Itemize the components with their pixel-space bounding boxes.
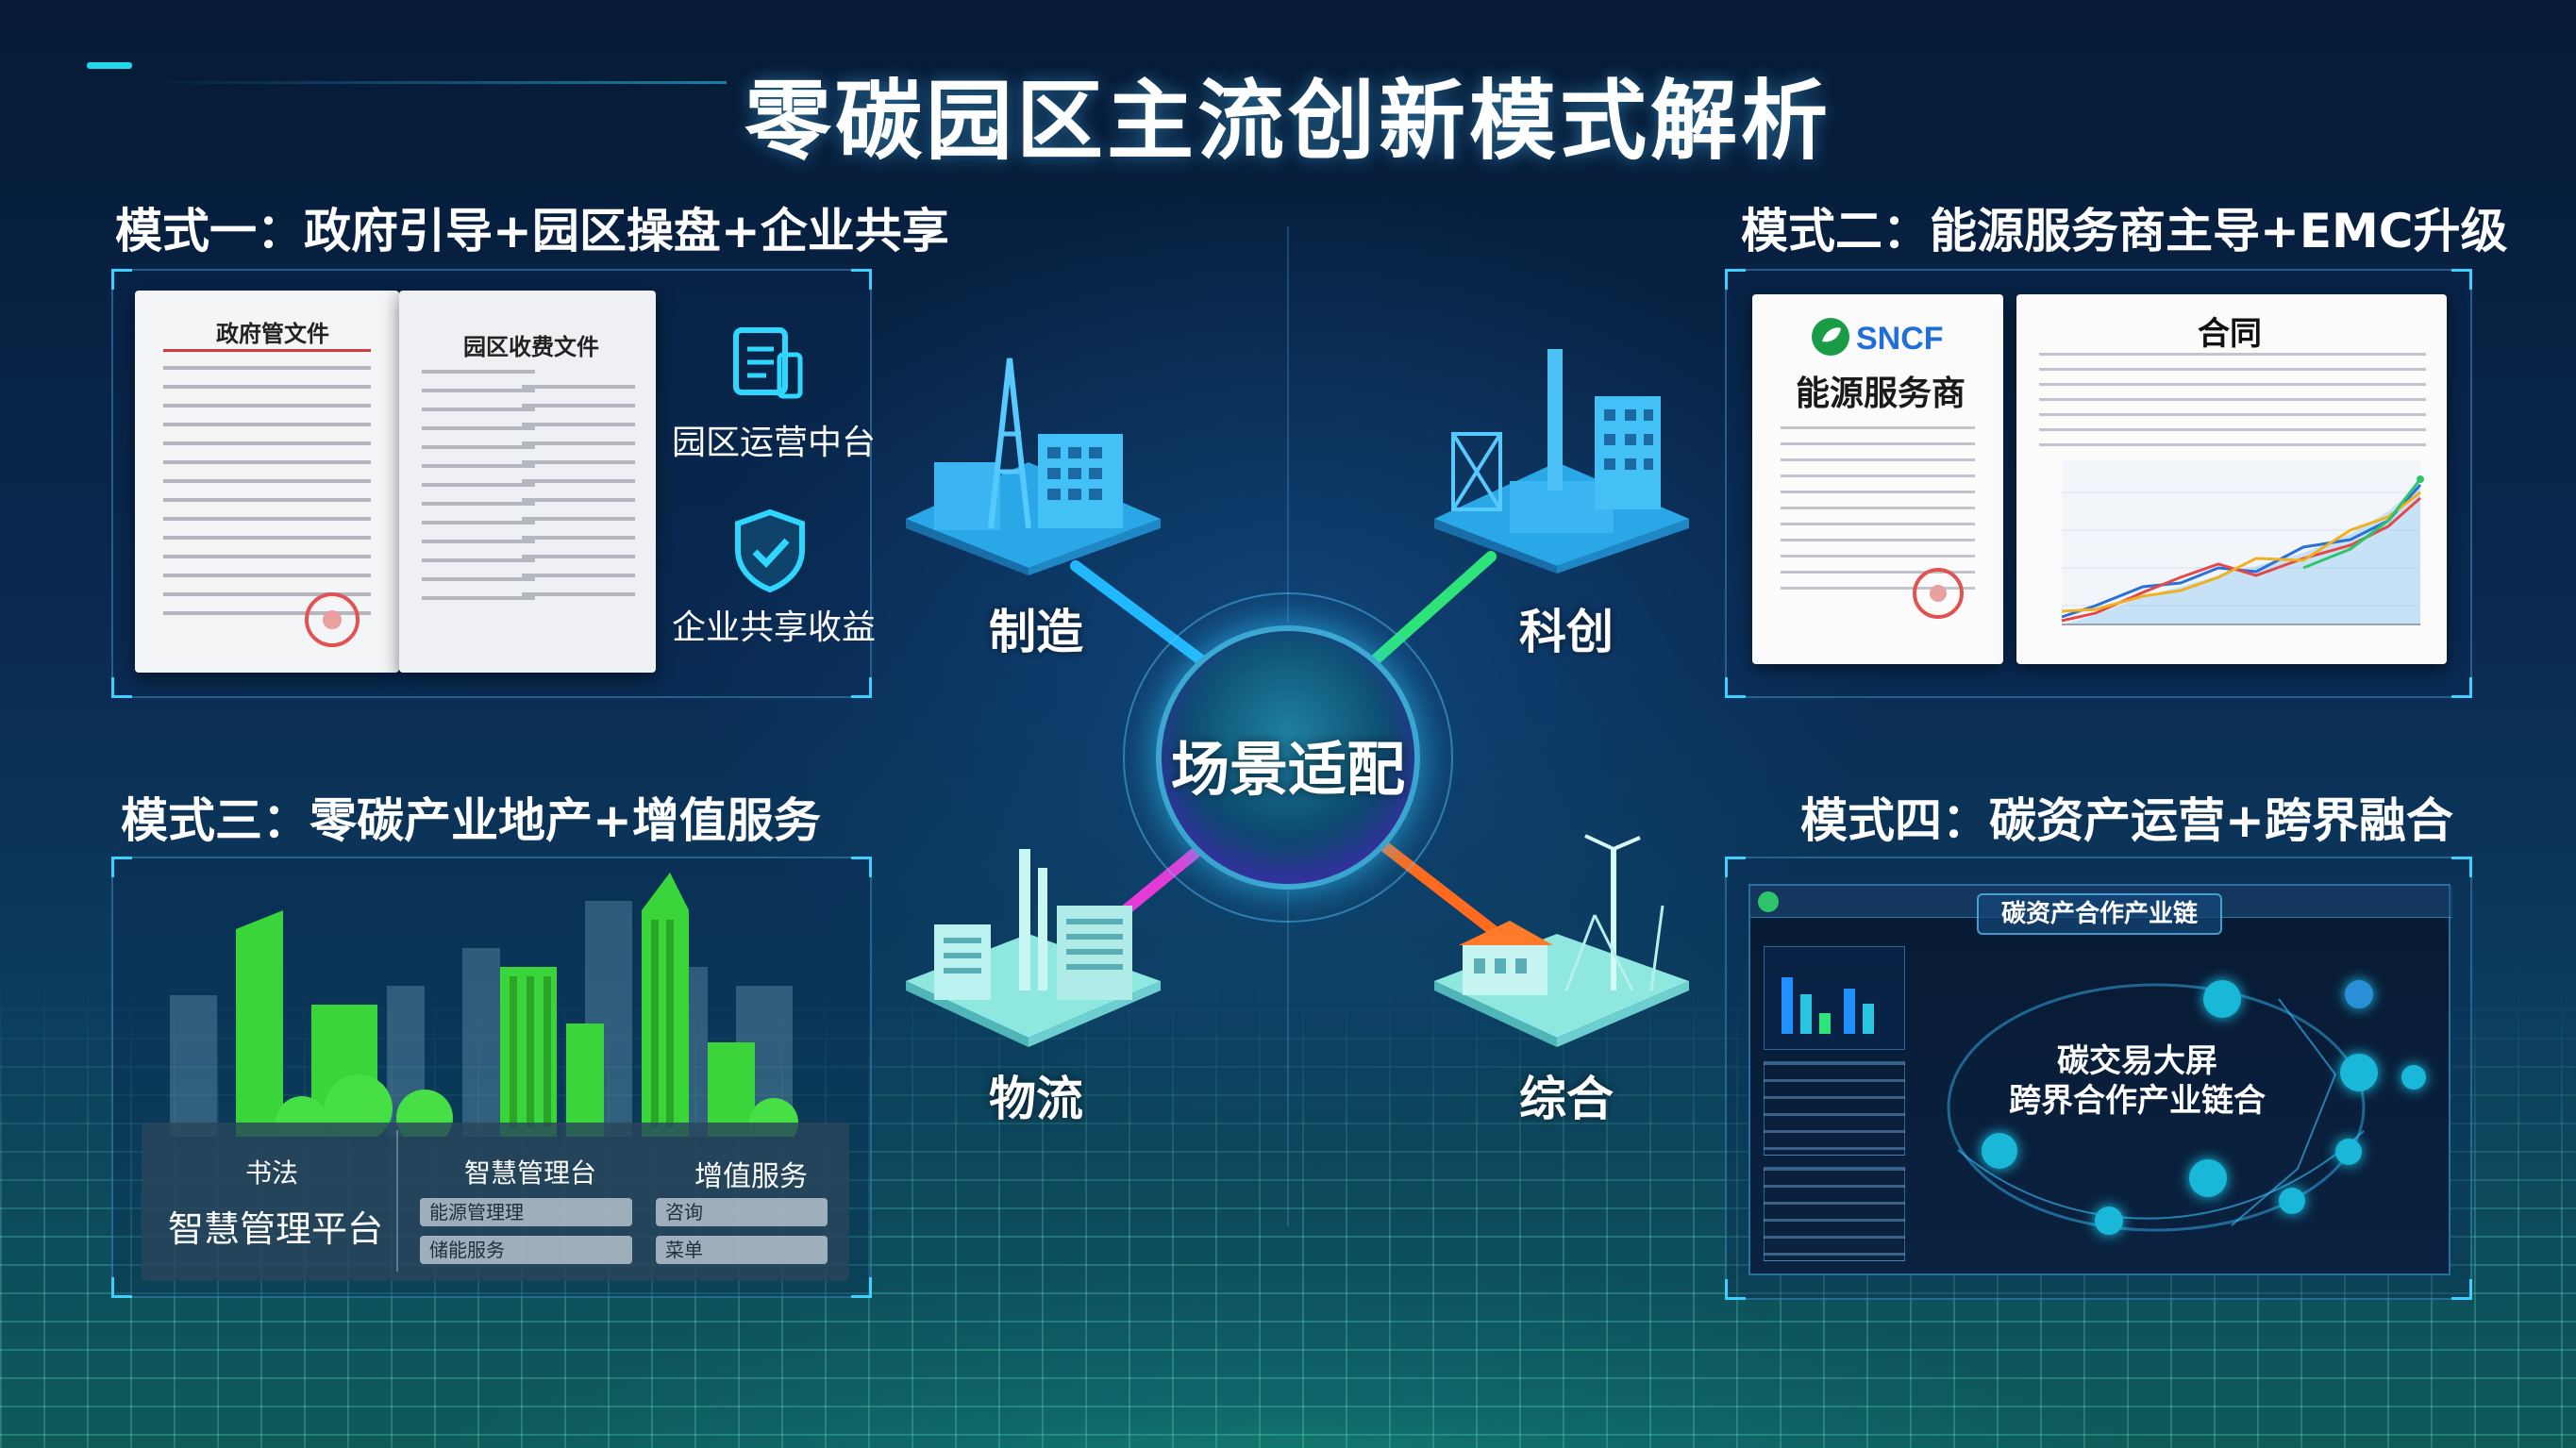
document-icon [733,327,803,399]
title-divider-left [142,81,727,84]
gov-document: 政府管文件 [135,291,399,673]
dashboard-node [2335,1139,2362,1165]
dashboard-node [2340,1054,2378,1091]
contract-document: 合同 [2016,294,2447,664]
mode3-col3-title: 增值服务 [694,1160,808,1193]
green-city-skyline [170,873,798,1137]
mode4-heading: 模式四：碳资产运营+跨界融合 [1800,793,2453,848]
dashboard-node [1982,1133,2017,1169]
energy-provider-card: SNCF 能源服务商 [1752,294,2003,664]
dashboard-bar-widget [1764,946,1905,1050]
mode1-heading: 模式一：政府引导+园区操盘+企业共享 [115,204,949,258]
scene-label-comprehensive: 综合 [1519,1072,1614,1126]
dashboard-main-line1: 碳交易大屏 [2057,1042,2217,1080]
dashboard-node [2189,1159,2227,1197]
dashboard-node [2345,980,2373,1008]
ops-platform-label: 园区运营中台 [672,424,877,462]
warehouse-icon [906,849,1161,1047]
dashboard-node [2203,980,2241,1018]
shield-check-icon [735,508,805,593]
mode3-col2-item: 能源管理理 [420,1198,632,1226]
mode3-col3-item: 菜单 [656,1236,828,1264]
carbon-dashboard: 碳资产合作产业链 碳交易大屏 跨界合作产业链合 [1748,884,2452,1275]
scene-label-innovation: 科创 [1519,605,1614,659]
scene-adaptation-hub [1156,625,1420,890]
scene-label-logistics: 物流 [989,1072,1083,1126]
shared-revenue-label: 企业共享收益 [672,608,877,647]
mode3-col1-main: 智慧管理平台 [168,1208,384,1250]
dashboard-node [2095,1207,2123,1235]
dashboard-table-widget [1764,1167,1905,1261]
park-document: 园区收费文件 [399,291,656,673]
dashboard-network [1947,983,2366,1232]
dashboard-logo-icon [1758,891,1779,912]
contract-line-chart [2061,460,2424,625]
dashboard-node [2401,1065,2426,1090]
mode2-heading: 模式二：能源服务商主导+EMC升级 [1741,204,2508,258]
dashboard-list-widget [1764,1061,1905,1156]
provider-logo-text: SNCF [1856,321,1944,357]
gov-document-title: 政府管文件 [216,320,329,347]
hub-outer-ring [1123,592,1453,923]
mode3-col2-item: 储能服务 [420,1236,632,1264]
hub-label: 场景适配 [1170,735,1405,804]
provider-card-title: 能源服务商 [1796,374,1966,412]
power-plant-icon [1434,349,1689,574]
mode3-heading: 模式三：零碳产业地产+增值服务 [121,793,821,848]
dashboard-main-line2: 跨界合作产业链合 [2009,1082,2266,1120]
title-accent-bar [87,62,132,69]
scene-label-manufacturing: 制造 [989,605,1083,659]
mode3-col2-title: 智慧管理台 [464,1157,597,1189]
provider-seal [1913,568,1964,619]
park-document-title: 园区收费文件 [463,333,599,360]
page-title: 零碳园区主流创新模式解析 [744,71,1832,172]
mode3-col3-item: 咨询 [656,1198,828,1226]
mode3-col1-title: 书法 [245,1157,299,1189]
red-seal [305,592,360,647]
factory-icon [906,358,1161,575]
dashboard-node [2279,1188,2305,1214]
contract-title: 合同 [2198,316,2262,352]
wind-turbine-icon [1434,834,1689,1047]
dashboard-title: 碳资产合作产业链 [1977,893,2222,935]
leaf-logo-icon [1812,318,1849,356]
